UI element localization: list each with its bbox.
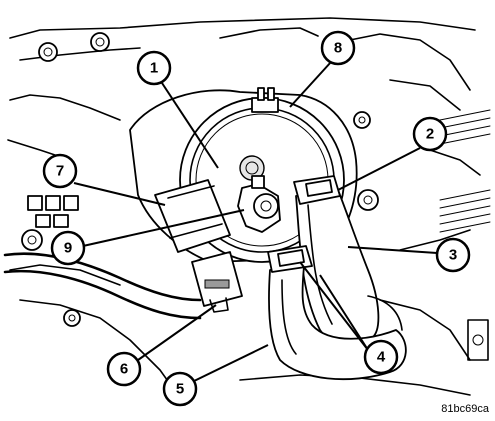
connector-block-d: [35, 214, 51, 228]
callout-1: 1: [136, 50, 172, 86]
connector-block-e: [53, 214, 69, 228]
hose-outlet: [367, 295, 403, 331]
callout-3-label: 3: [449, 247, 457, 264]
leader-1: [159, 79, 219, 169]
hose-clamp-upper: [293, 175, 341, 205]
connector-block-b: [45, 195, 61, 211]
callout-2-label: 2: [426, 126, 434, 143]
callout-3: 3: [435, 237, 471, 273]
lower-electrical-connector: [191, 251, 243, 313]
leader-4a: [299, 261, 369, 351]
figure-code: 81bc69ca: [441, 403, 489, 415]
bolt-top: [90, 32, 110, 52]
callout-5-label: 5: [176, 381, 184, 398]
bolt-mid-left: [21, 229, 43, 251]
bolt-right-top: [353, 111, 371, 129]
callout-9-label: 9: [64, 240, 72, 257]
bolt-right: [357, 189, 379, 211]
callout-8-label: 8: [334, 40, 342, 57]
connector-block-c: [63, 195, 79, 211]
callout-1-label: 1: [150, 60, 158, 77]
callout-8: 8: [320, 30, 356, 66]
sensor-connector: [237, 175, 281, 233]
callout-6: 6: [106, 351, 142, 387]
leader-9: [82, 209, 245, 247]
leader-2: [337, 147, 421, 191]
leader-6: [137, 304, 217, 361]
callout-5: 5: [162, 371, 198, 407]
leader-7: [73, 182, 166, 206]
top-sensor: [251, 87, 279, 113]
callout-2: 2: [412, 116, 448, 152]
callout-7-label: 7: [56, 163, 64, 180]
leader-4b: [319, 274, 369, 351]
hose-clamp-lower: [267, 245, 313, 273]
callout-4: 4: [363, 339, 399, 375]
callout-9: 9: [50, 230, 86, 266]
leader-3: [347, 246, 438, 254]
bolt-bottom-left: [63, 309, 81, 327]
leader-lines: [73, 61, 438, 383]
leader-8: [289, 61, 332, 108]
leader-5: [191, 344, 269, 383]
hatching-right: [439, 109, 491, 233]
callout-7: 7: [42, 153, 78, 189]
callout-4-label: 4: [377, 349, 386, 366]
connector-block-a: [27, 195, 43, 211]
bolt-top-left: [38, 42, 58, 62]
callout-6-label: 6: [120, 361, 128, 378]
mounting-bracket: [154, 179, 231, 253]
